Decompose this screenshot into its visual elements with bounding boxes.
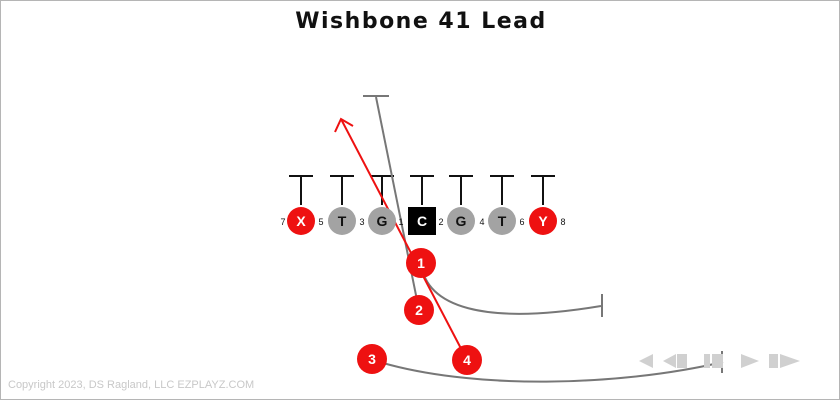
blocking-marks [289, 175, 555, 205]
block-mark-y [531, 175, 555, 205]
play-title: Wishbone 41 Lead [295, 9, 547, 34]
lineman-x: X [287, 207, 315, 235]
lineman-right-tackle: T [488, 207, 516, 235]
routes [334, 95, 724, 383]
gap-numbers: 7 5 3 1 2 4 6 8 [280, 217, 565, 227]
backfield: 1 2 3 4 [357, 248, 482, 375]
step-forward-icon[interactable] [769, 354, 800, 368]
lineman-left-tackle: T [328, 207, 356, 235]
lineman-right-guard-shape [447, 207, 475, 235]
copyright-text: Copyright 2023, DS Ragland, LLC EZPLAYZ.… [8, 379, 255, 391]
lineman-left-guard: G [368, 207, 396, 235]
lineman-y: Y [529, 207, 557, 235]
gap-number-2: 2 [438, 217, 443, 227]
lineman-right-tackle-shape [488, 207, 516, 235]
back-4-circle [452, 345, 482, 375]
back-1-label: 1 [417, 255, 425, 271]
gap-number-1: 1 [398, 217, 403, 227]
route-back-2 [363, 95, 420, 311]
lineman-center: C [408, 207, 436, 235]
lineman-center-label: C [417, 213, 427, 229]
lineman-x-shape [287, 207, 315, 235]
back-3: 3 [357, 344, 387, 374]
back-2-label: 2 [415, 302, 423, 318]
gap-number-7: 7 [280, 217, 285, 227]
route-back-1 [420, 262, 602, 315]
route-back-4 [334, 117, 468, 361]
lineman-y-shape [529, 207, 557, 235]
lineman-right-guard: G [447, 207, 475, 235]
playback-controls [639, 354, 800, 368]
gap-number-5: 5 [318, 217, 323, 227]
block-mark-lg [370, 175, 394, 205]
lineman-right-tackle-label: T [498, 213, 507, 229]
lineman-left-tackle-label: T [338, 213, 347, 229]
lineman-center-shape [408, 207, 436, 235]
lineman-left-guard-shape [368, 207, 396, 235]
lineman-y-label: Y [538, 213, 548, 229]
lineman-right-guard-label: G [456, 213, 467, 229]
block-mark-x [289, 175, 313, 205]
back-4: 4 [452, 345, 482, 375]
back-2-circle [404, 295, 434, 325]
pause-icon[interactable] [704, 354, 723, 368]
block-mark-c [410, 175, 434, 205]
gap-number-3: 3 [359, 217, 364, 227]
back-3-label: 3 [368, 351, 376, 367]
back-2: 2 [404, 295, 434, 325]
block-mark-lt [330, 175, 354, 205]
block-mark-rg [449, 175, 473, 205]
lineman-x-label: X [296, 213, 306, 229]
back-4-label: 4 [463, 352, 471, 368]
route-back-3 [372, 359, 724, 383]
block-mark-rt [490, 175, 514, 205]
lineman-left-guard-label: G [377, 213, 388, 229]
gap-number-4: 4 [479, 217, 484, 227]
play-icon[interactable] [741, 354, 759, 368]
gap-number-8: 8 [560, 217, 565, 227]
back-3-circle [357, 344, 387, 374]
back-1-circle [406, 248, 436, 278]
lineman-left-tackle-shape [328, 207, 356, 235]
rewind-icon[interactable] [639, 354, 653, 368]
gap-number-6: 6 [519, 217, 524, 227]
step-back-icon[interactable] [663, 354, 687, 368]
back-1: 1 [406, 248, 436, 278]
